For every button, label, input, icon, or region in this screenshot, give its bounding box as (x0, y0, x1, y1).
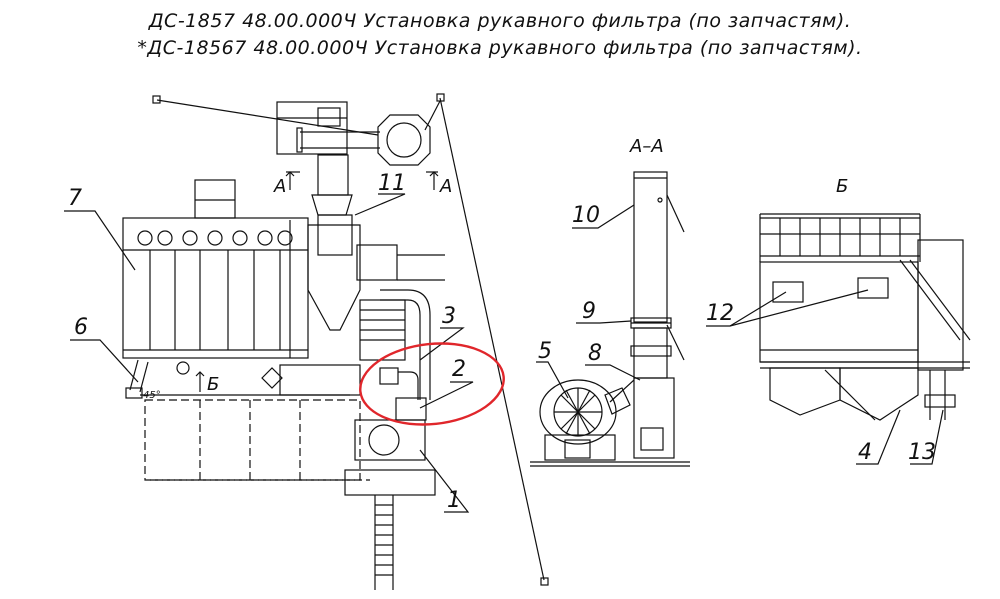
section-mark-a-right: А (439, 176, 452, 197)
callout-11: 11 (378, 171, 406, 196)
view-title-b: Б (836, 176, 848, 197)
callout-5: 5 (538, 339, 552, 364)
callout-7: 7 (68, 186, 82, 211)
callout-12: 12 (706, 301, 734, 326)
callout-9: 9 (582, 299, 596, 324)
callout-1: 1 (447, 488, 461, 513)
view-arrow-b: Б (207, 374, 219, 395)
drawing-title-line-1: ДС-1857 48.00.000Ч Установка рукавного ф… (148, 10, 852, 32)
callout-4: 4 (858, 440, 872, 465)
callout-8: 8 (588, 341, 602, 366)
callout-6: 6 (74, 315, 88, 340)
view-b (759, 213, 971, 421)
callout-13: 13 (908, 440, 936, 465)
drawing-title-line-2: *ДС-18567 48.00.000Ч Установка рукавного… (137, 37, 863, 59)
callout-3: 3 (442, 304, 456, 329)
section-a-a-view (530, 171, 690, 467)
view-title-a-a: А–А (629, 136, 664, 157)
callout-10: 10 (572, 203, 600, 228)
callout-2: 2 (452, 357, 466, 382)
main-view (122, 93, 549, 590)
section-mark-a-left: А (273, 176, 286, 197)
angle-label: 45° (143, 390, 161, 401)
highlight-ellipse (359, 342, 505, 426)
leader-lines (64, 171, 944, 513)
